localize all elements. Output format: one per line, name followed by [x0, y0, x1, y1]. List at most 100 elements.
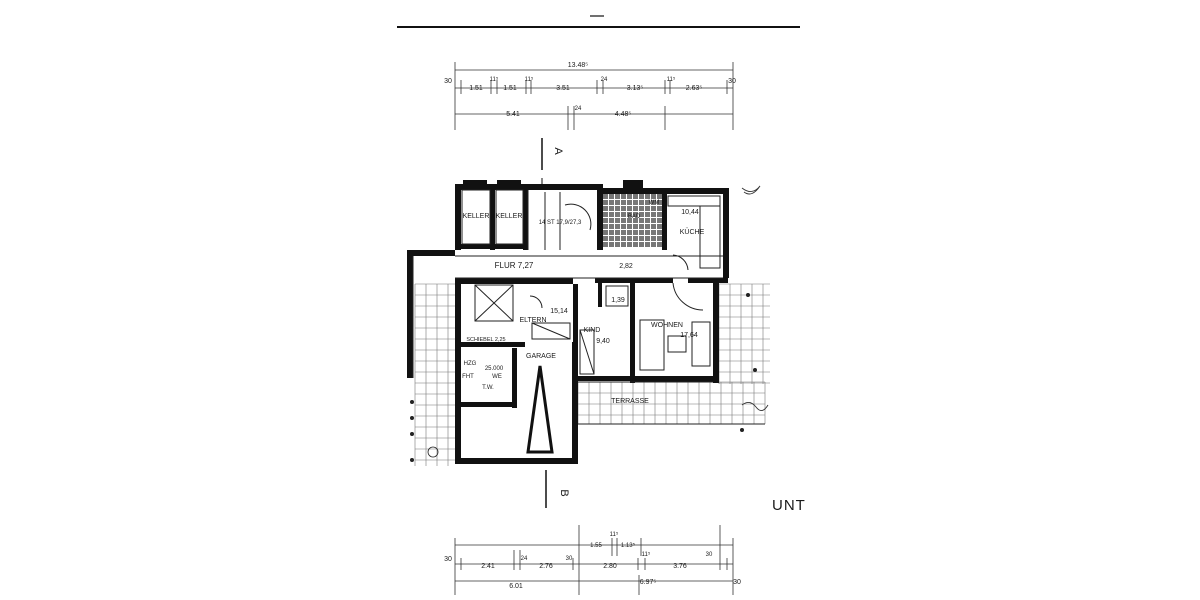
room-we: WE [492, 374, 502, 380]
bath-tile [603, 218, 608, 223]
bath-tile [627, 230, 632, 235]
bath-tile [645, 230, 650, 235]
bath-tile [627, 212, 632, 217]
bath-tile [633, 236, 638, 241]
room-garage: GARAGE [526, 353, 556, 360]
bath-tile [603, 236, 608, 241]
bath-tile [657, 194, 662, 199]
bath-tile [645, 236, 650, 241]
room-wohnen-area: 17,64 [680, 332, 698, 339]
bottom-dim-12: 30 [706, 552, 713, 558]
bath-tile [627, 224, 632, 229]
bath-tile [615, 218, 620, 223]
edge-text-unt: UNT [772, 497, 806, 514]
bath-tile [609, 212, 614, 217]
bath-tile [609, 242, 614, 247]
bath-tile [621, 200, 626, 205]
room-bad-wm: WM [649, 200, 660, 206]
bath-tile [645, 194, 650, 199]
bath-tile [603, 200, 608, 205]
bottom-dim-9: 2.80 [603, 563, 617, 570]
top-dim-6: 3.51 [556, 85, 570, 92]
bath-tile [651, 206, 656, 211]
bath-tile [657, 218, 662, 223]
bath-tile [615, 242, 620, 247]
bottom-dim-1: 30 [444, 556, 452, 563]
bath-tile [621, 242, 626, 247]
bath-tile [645, 224, 650, 229]
top-dim-12: 5.41 [506, 111, 520, 118]
room-eltern: ELTERN [519, 317, 546, 324]
bath-tile-grid [603, 194, 662, 247]
bottom-dim-15: 30 [733, 579, 741, 586]
bath-tile [633, 224, 638, 229]
room-kueche-area: 10,44 [681, 209, 699, 216]
bath-tile [645, 212, 650, 217]
top-dim-9: 11⁵ [667, 76, 676, 83]
top-dim-5: 11⁵ [525, 76, 534, 83]
bottom-dim-13: 6.01 [509, 583, 523, 590]
bath-tile [639, 236, 644, 241]
top-dim-14: 4.48⁵ [615, 111, 632, 118]
bath-tile [651, 230, 656, 235]
bath-tile [615, 200, 620, 205]
bath-tile [633, 218, 638, 223]
bottom-dimension-chain: 30 2.41 24 2.76 30 1.55 11⁵ 1.13⁵ 2.80 1… [444, 525, 741, 595]
bath-tile [651, 212, 656, 217]
right-paving-grid [718, 283, 770, 384]
room-schiebel: SCHIEBEL 2,25 [466, 337, 505, 343]
bath-tile [609, 206, 614, 211]
bath-tile [621, 224, 626, 229]
top-dim-10: 2.63⁵ [686, 85, 703, 92]
bath-tile [639, 242, 644, 247]
bath-tile [621, 218, 626, 223]
bath-tile [633, 206, 638, 211]
bath-tile [633, 194, 638, 199]
top-dim-2: 1.51 [469, 85, 483, 92]
bath-tile [645, 242, 650, 247]
room-tank: 25.000 [485, 366, 504, 372]
bath-tile [657, 230, 662, 235]
bath-tile [639, 230, 644, 235]
garage-car-marker [526, 365, 554, 454]
section-label-b: B [558, 489, 570, 496]
bath-tile [609, 194, 614, 199]
bottom-dim-10: 11⁵ [642, 551, 651, 558]
bath-tile [621, 206, 626, 211]
bath-tile [609, 224, 614, 229]
bottom-dim-11: 3.76 [673, 563, 687, 570]
room-flur: FLUR 7,27 [495, 261, 534, 270]
bath-tile [645, 200, 650, 205]
bath-tile [609, 230, 614, 235]
bath-tile [651, 218, 656, 223]
bath-tile [633, 212, 638, 217]
room-wc-area: 1,39 [611, 297, 625, 304]
bath-tile [609, 200, 614, 205]
bath-tile [645, 206, 650, 211]
bath-tile [651, 194, 656, 199]
bath-tile [651, 200, 656, 205]
bottom-dim-2: 2.41 [481, 563, 495, 570]
bath-tile [639, 206, 644, 211]
bath-tile [639, 224, 644, 229]
room-kueche: KÜCHE [680, 228, 705, 236]
bath-tile [615, 230, 620, 235]
bath-tile [621, 236, 626, 241]
top-dim-8: 3.13⁵ [627, 85, 644, 92]
top-dim-13: 24 [575, 106, 582, 112]
bath-tile [621, 212, 626, 217]
room-wohnen: WOHNEN [651, 322, 683, 329]
bath-tile [657, 224, 662, 229]
bath-tile [651, 242, 656, 247]
bath-tile [657, 206, 662, 211]
section-label-a: A [552, 147, 564, 155]
room-fht: FHT [462, 374, 474, 380]
bath-tile [639, 212, 644, 217]
room-kind: KIND [584, 327, 601, 334]
bath-tile [645, 218, 650, 223]
section-marker-a: A [541, 138, 564, 184]
room-keller-1: KELLER [463, 213, 490, 220]
bath-tile [627, 194, 632, 199]
room-flur-2: 2,82 [619, 263, 633, 270]
bath-tile [639, 194, 644, 199]
